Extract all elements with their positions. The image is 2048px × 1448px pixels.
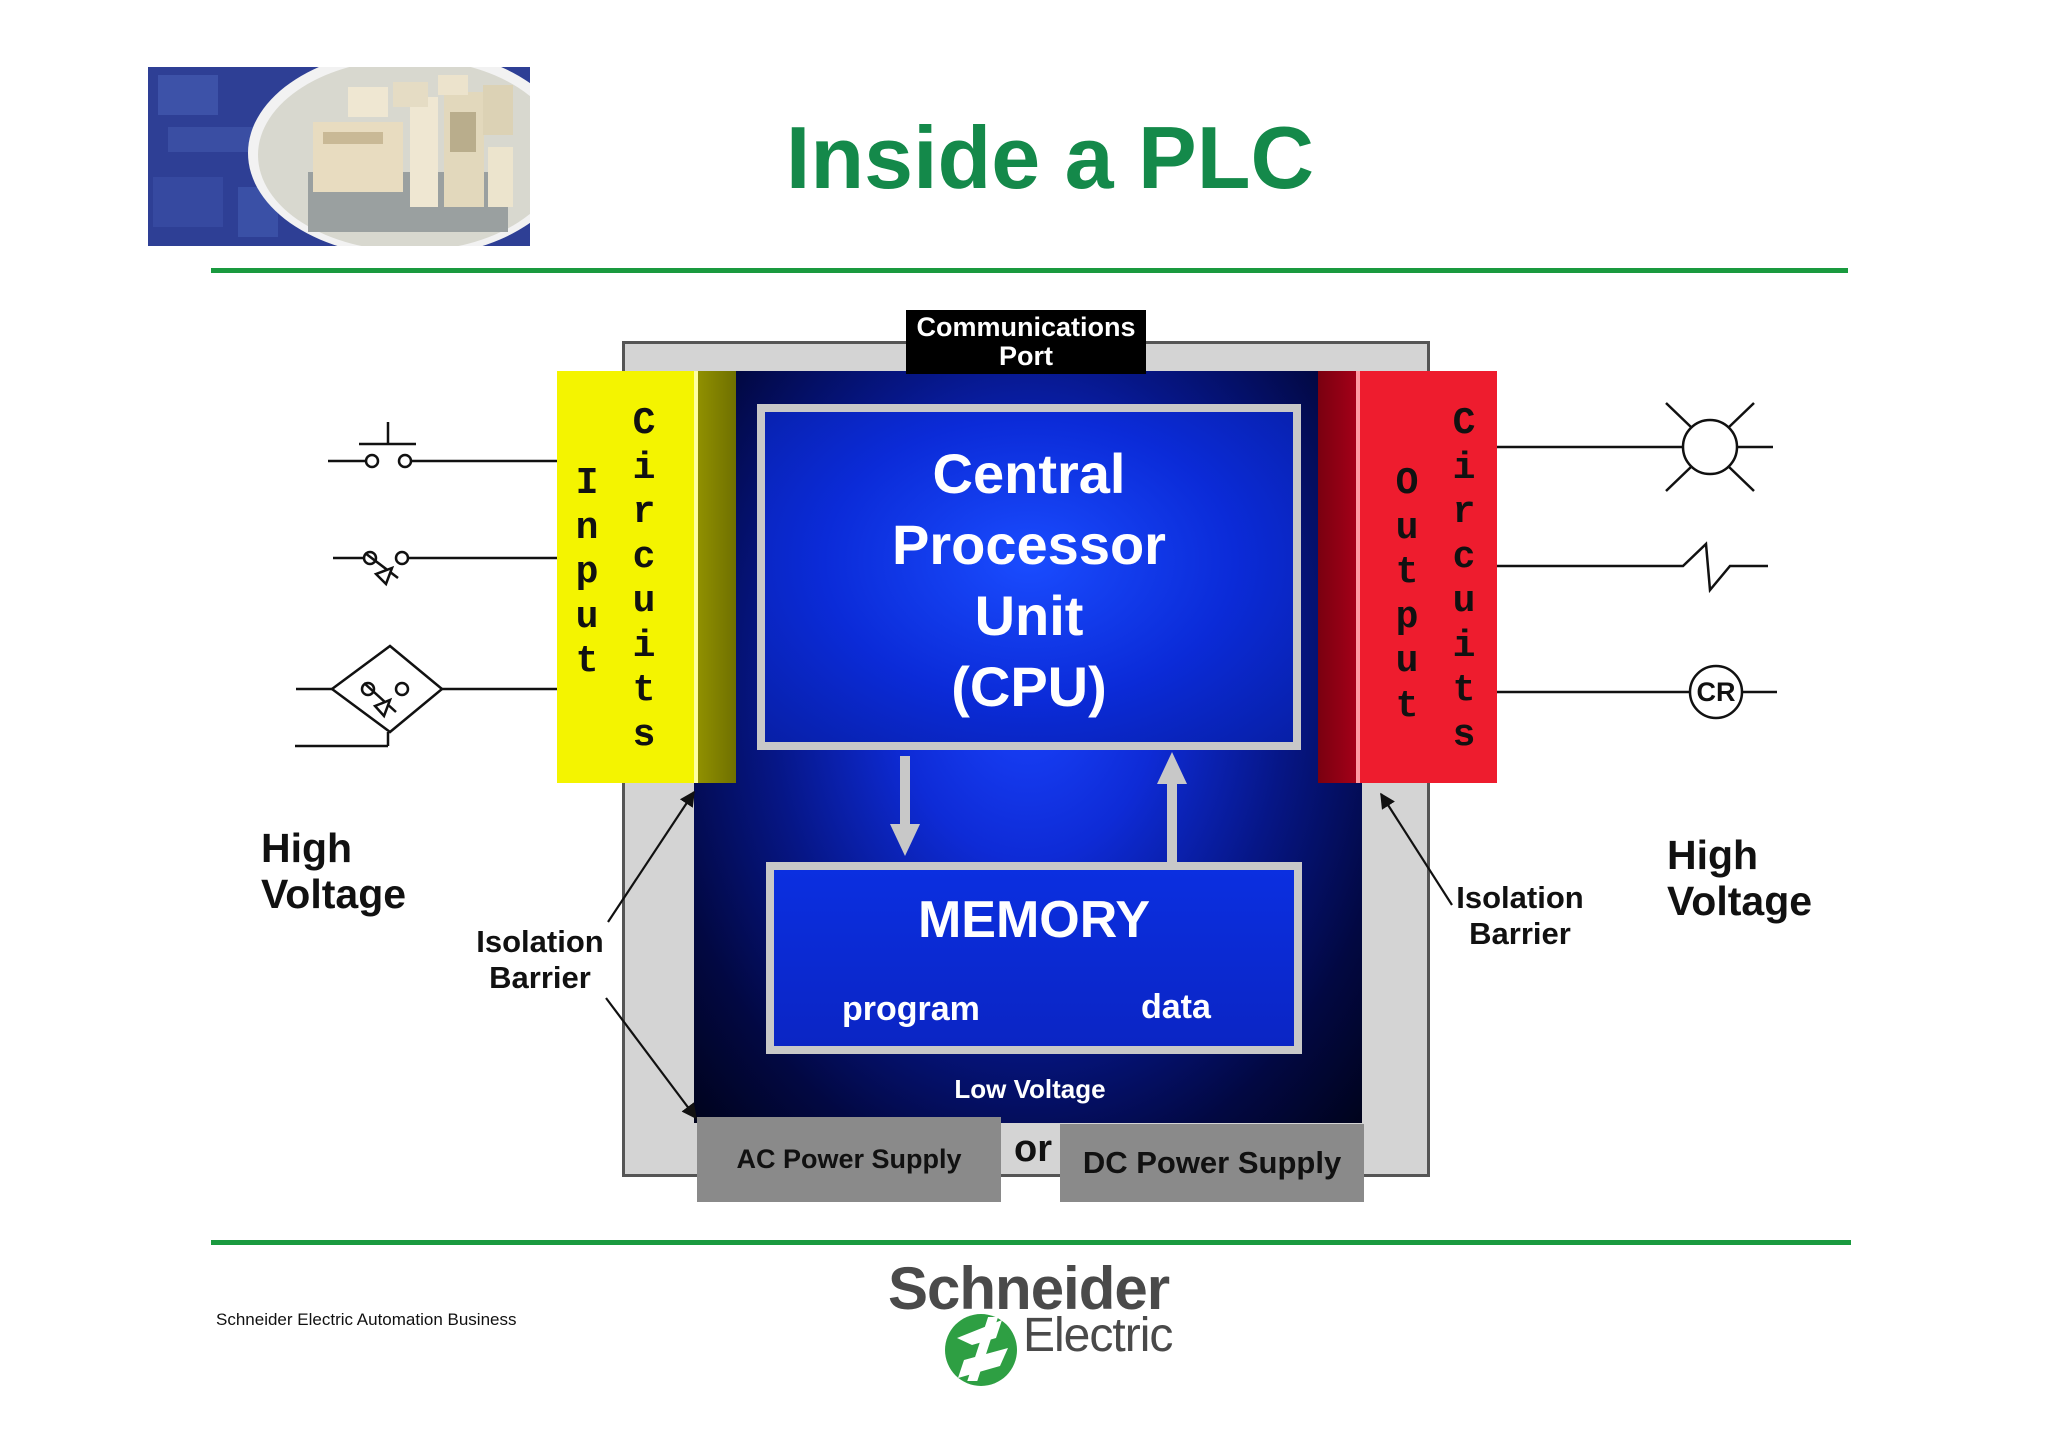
- header-photo: [148, 67, 530, 246]
- low-voltage-label: Low Voltage: [954, 1074, 1106, 1104]
- input-circuits-label: Circuits: [632, 402, 656, 757]
- relay-coil-label: CR: [1696, 677, 1736, 707]
- relay-coil-output-icon: [1497, 664, 1777, 720]
- isolation-arrow-left: [605, 790, 697, 1120]
- schneider-logo-mark-icon: [945, 1314, 1017, 1386]
- cpu-to-memory-arrow: [890, 756, 920, 856]
- output-isolation-stripe: [1318, 371, 1356, 783]
- electric-logo-text: Electric: [1023, 1309, 1173, 1362]
- output-circuits-label: Circuits: [1452, 402, 1476, 757]
- isolation-barrier-right-label: Isolation Barrier: [1456, 880, 1584, 951]
- cpu-box: [757, 404, 1301, 750]
- schneider-logo-text: Schneider: [888, 1255, 1170, 1322]
- bottom-divider: [211, 1240, 1851, 1245]
- input-label: Input: [575, 462, 599, 683]
- output-divider: [1356, 371, 1360, 783]
- high-voltage-right-label: High Voltage: [1667, 832, 1813, 924]
- pushbutton-input-icon: [328, 422, 557, 469]
- memory-title: MEMORY: [917, 891, 1151, 949]
- input-isolation-stripe: [698, 371, 736, 783]
- input-divider: [694, 371, 698, 783]
- page-title: Inside a PLC: [785, 108, 1315, 207]
- ac-power-supply: AC Power Supply: [697, 1117, 1001, 1202]
- memory-to-cpu-arrow: [1157, 752, 1187, 862]
- output-label: Output: [1395, 462, 1419, 728]
- output-circuits-block: [1358, 371, 1497, 783]
- high-voltage-left-label: High Voltage: [261, 825, 407, 917]
- sensor-input-icon: [295, 644, 557, 748]
- communications-port: Communications Port: [906, 310, 1146, 374]
- dc-power-supply: DC Power Supply: [1060, 1124, 1364, 1202]
- memory-box: [766, 862, 1302, 1054]
- top-divider: [211, 268, 1848, 273]
- cpu-label: Central Processor Unit (CPU): [892, 442, 1166, 718]
- footer-company-line: Schneider Electric Automation Business: [216, 1310, 517, 1329]
- input-circuits-block: [557, 371, 695, 783]
- memory-data-label: data: [1141, 988, 1211, 1026]
- isolation-barrier-left-label: Isolation Barrier: [476, 924, 604, 995]
- limit-switch-input-icon: [333, 550, 557, 587]
- or-label: or: [1014, 1128, 1052, 1170]
- solenoid-output-icon: [1497, 541, 1768, 594]
- lamp-output-icon: [1497, 402, 1773, 492]
- memory-program-label: program: [842, 990, 980, 1028]
- isolation-arrow-right: [1380, 792, 1453, 906]
